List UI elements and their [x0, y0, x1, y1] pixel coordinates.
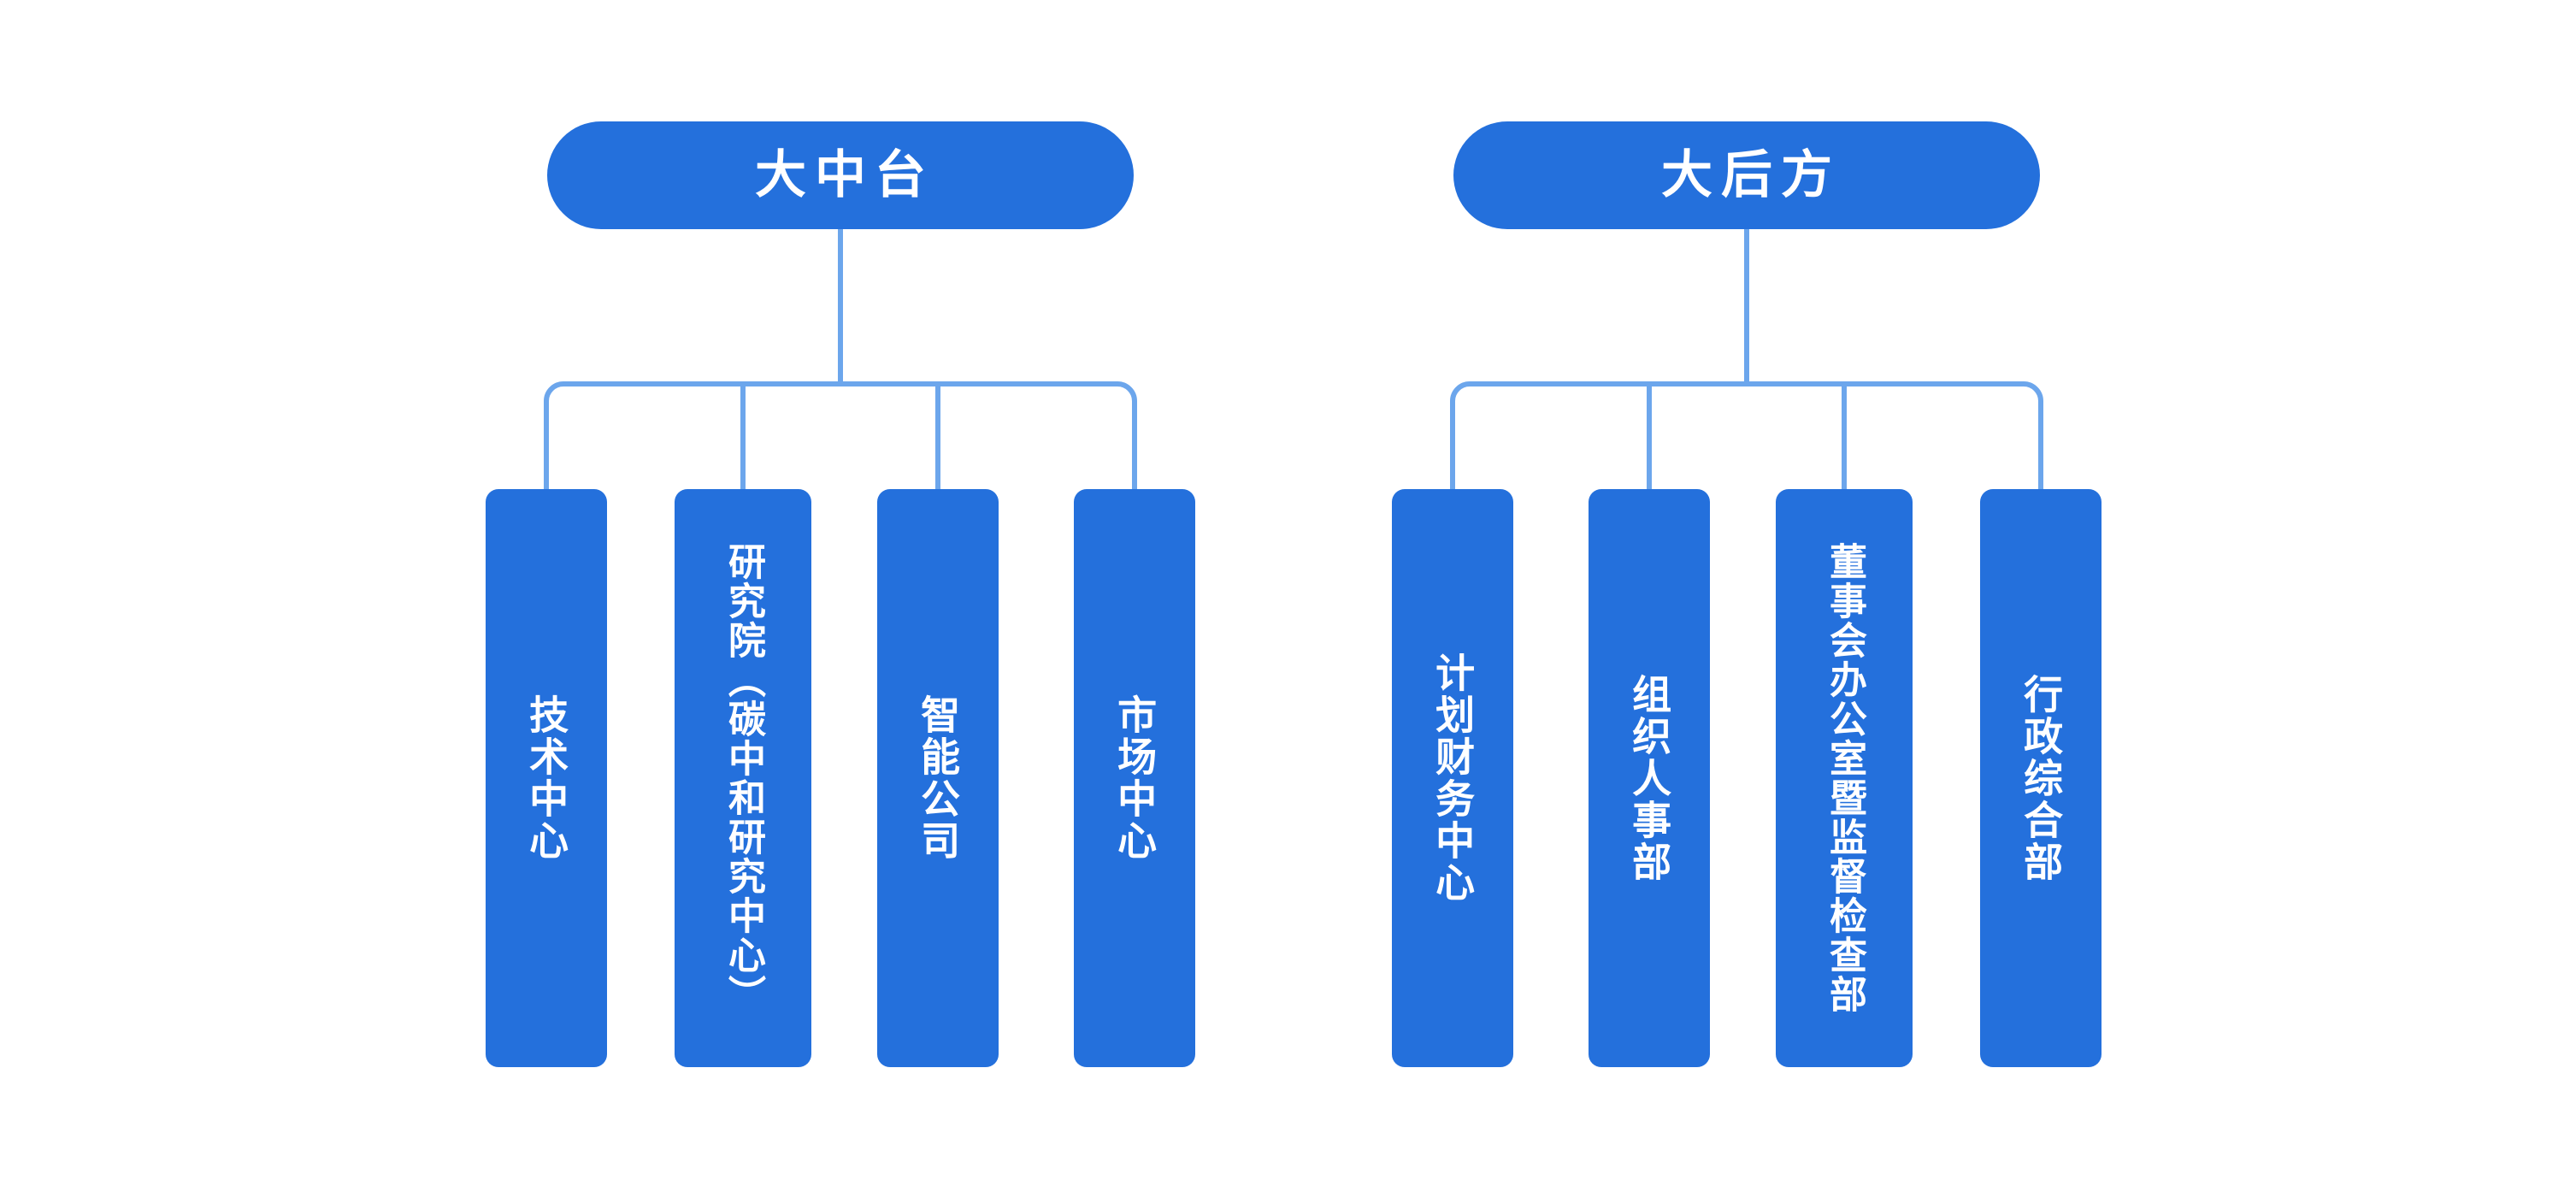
- leaf-node-tech-center[interactable]: 技术中心: [486, 489, 607, 1067]
- leaf-node-smart-company[interactable]: 智能公司: [877, 489, 999, 1067]
- root-node-label: 大中台: [755, 146, 934, 204]
- leaf-node-label: 组织人事部: [1627, 673, 1672, 883]
- leaf-node-market-center[interactable]: 市场中心: [1074, 489, 1195, 1067]
- leaf-node-research-institute[interactable]: 研究院（碳中和研究中心）: [675, 489, 811, 1067]
- connector-bus-left: [544, 381, 1137, 406]
- leaf-node-label: 研究院（碳中和研究中心）: [722, 542, 764, 1014]
- leaf-node-label: 市场中心: [1112, 694, 1158, 862]
- leaf-node-org-personnel-dept[interactable]: 组织人事部: [1589, 489, 1710, 1067]
- root-node-mid-platform[interactable]: 大中台: [547, 121, 1134, 229]
- leaf-node-label: 智能公司: [916, 694, 961, 862]
- root-node-rear-support[interactable]: 大后方: [1453, 121, 2040, 229]
- leaf-node-board-office-supervision-dept[interactable]: 董事会办公室暨监督检查部: [1776, 489, 1913, 1067]
- connector-bus-right: [1450, 381, 2043, 406]
- leaf-node-admin-general-dept[interactable]: 行政综合部: [1980, 489, 2101, 1067]
- leaf-node-planning-finance-center[interactable]: 计划财务中心: [1392, 489, 1513, 1067]
- leaf-node-label: 行政综合部: [2019, 673, 2064, 883]
- leaf-node-label: 计划财务中心: [1430, 652, 1476, 904]
- leaf-node-label: 技术中心: [524, 694, 569, 862]
- leaf-node-label: 董事会办公室暨监督检查部: [1823, 542, 1866, 1014]
- root-node-label: 大后方: [1661, 146, 1841, 204]
